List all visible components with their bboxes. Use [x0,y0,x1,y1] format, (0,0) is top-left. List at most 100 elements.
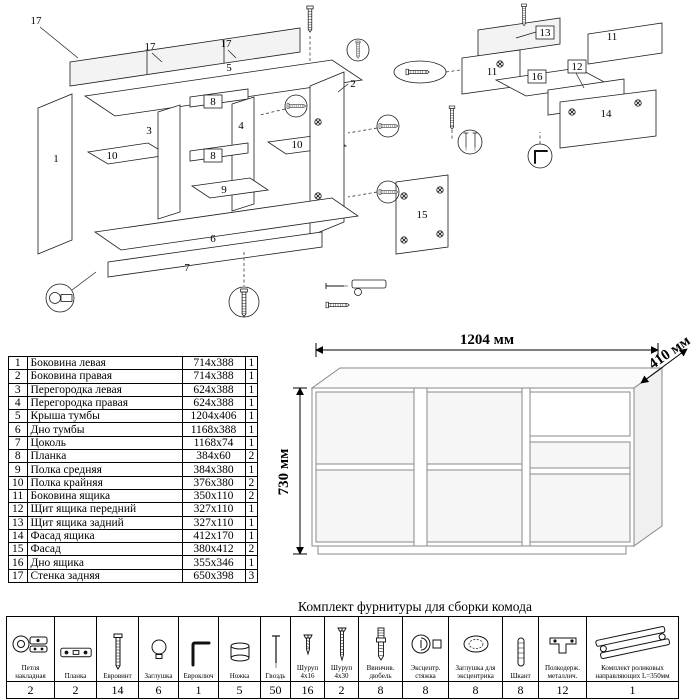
euroscrew-icon [98,631,138,673]
detail-circle [376,114,400,138]
part-label: 2 [350,78,356,90]
nail-icon [262,631,290,673]
part-label: 17 [221,38,233,50]
part-name: Стенка задняя [26,568,183,584]
depth-dimension: 410 мм [646,333,693,373]
part-name: Полка крайняя [26,475,183,490]
part-qty: 1 [244,422,259,437]
euroscrew-detail-icon [240,288,248,318]
shelf-line [426,463,523,471]
dowel-screw-icon [360,623,402,665]
hardware-item-label: Заглушка [144,671,173,680]
shelf-line [315,463,415,471]
hardware-item-label: Эксцентр. стяжка [410,664,441,680]
euroscrew-detail-icon [378,123,399,129]
part-size: 355x346 [181,555,246,570]
part-qty: 2 [244,449,259,464]
hardware-item-label: Гвоздь [265,671,286,680]
part-number: 11 [8,488,28,504]
part-qty: 2 [244,475,259,490]
hardware-item-label: Ввинчив. дюбель [366,664,395,680]
part-qty: 1 [244,528,259,544]
nail-detail-icon [463,132,469,152]
back-panels [69,27,301,87]
part-number: 7 [8,435,28,451]
part-name: Цоколь [26,435,183,451]
part-qty: 1 [244,409,259,424]
hardware-item-qty: 2 [6,681,55,699]
label-boxes [203,25,587,163]
part-size: 650x398 [181,568,246,584]
part-name: Полка средняя [26,462,183,477]
bottom-panel [93,197,360,251]
hardware-item-label: Шкант [510,671,531,680]
part-size: 327x110 [181,502,246,517]
part-number: 10 [8,475,28,490]
part-number: 13 [8,515,28,530]
top-panel [83,59,364,117]
screw-detail-icon [325,301,350,309]
dowel-icon [504,631,538,673]
part-qty: 2 [244,488,259,504]
part-label: 8 [210,150,216,162]
hardware-item-qty: 8 [502,681,539,699]
part-size: 384x60 [181,449,246,464]
hardware-item-qty: 6 [138,681,179,699]
part-name: Перегородка правая [26,395,183,411]
part-name: Боковина правая [26,369,183,384]
detail-circle [284,94,308,118]
part-number: 12 [8,502,28,517]
rail-detail-icon [351,279,387,296]
hardware-item-qty: 8 [358,681,403,699]
part-number: 8 [8,449,28,464]
part-qty: 1 [244,555,259,570]
hardware-item: Ввинчив. дюбель [358,616,403,682]
hardware-item-qty: 12 [538,681,587,699]
part-qty: 1 [244,369,259,384]
part-size: 350x110 [181,488,246,504]
part-label: 9 [221,184,227,196]
hardware-item-qty: 14 [96,681,139,699]
part-label: 16 [532,71,544,83]
height-dimension: 730 мм [276,449,292,496]
assembly-axes [243,36,541,286]
part-label: 1 [53,153,59,165]
cabinet-exploded-view [37,27,449,278]
foot-icon [220,631,260,673]
roller-guides-icon [588,623,678,665]
part-number: 9 [8,462,28,477]
cap-icon [140,631,178,673]
detail-circle [346,38,370,62]
cam-cap-icon [450,623,502,665]
part-qty: 1 [244,502,259,517]
screw-detail-icon [448,105,456,130]
hardware-item: Ножка [218,616,261,682]
hardware-item-qty: 1 [178,681,219,699]
part-label: 14 [601,108,613,120]
hardware-item: Заглушка для эксцентрика [448,616,503,682]
hardware-item-qty: 8 [402,681,449,699]
euroscrew-detail-icon [378,189,399,195]
part-label: 11 [487,66,498,78]
hardware-item: Петля накладная [6,616,55,682]
hardware-item-label: Евровинт [103,671,132,680]
part-qty: 1 [244,355,259,371]
part-size: 714x388 [181,369,246,384]
drawer-face [529,391,631,437]
hardware-item: Планка [54,616,97,682]
hardware-item-label: Планка [64,671,87,680]
part-label: 15 [417,209,429,221]
part-size: 624x388 [181,382,246,397]
part-size: 1168x74 [181,435,246,451]
part-name: Щит ящика задний [26,515,183,530]
hardware-item-label: Ножка [229,671,250,680]
